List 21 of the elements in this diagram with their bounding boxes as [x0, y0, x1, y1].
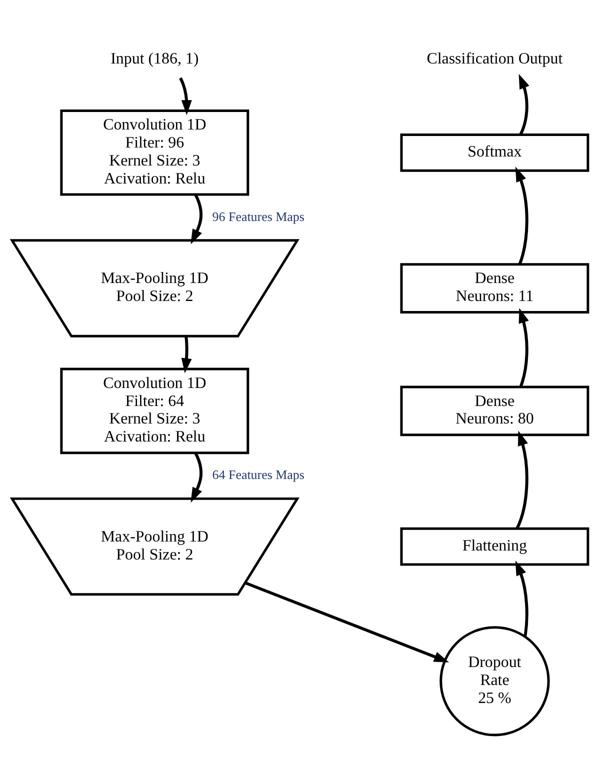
- arrow: [190, 452, 203, 503]
- arrow: [518, 308, 529, 388]
- node-box: Dense Neurons: 80: [400, 386, 590, 436]
- arrow: [515, 166, 528, 265]
- arrow: [518, 74, 530, 136]
- node-text: Input (186, 1): [110, 50, 199, 68]
- node-box: Dense Neurons: 11: [400, 263, 590, 314]
- node-box: Convolution 1D Filter: 64 Kernel Size: 3 Acivation: Relu: [60, 368, 250, 454]
- edge-label: 64 Features Maps: [212, 467, 304, 482]
- edge-label: 96 Features Maps: [212, 208, 304, 224]
- arrow: [179, 77, 192, 116]
- arrow: [190, 194, 203, 244]
- node-box: Softmax: [400, 133, 590, 172]
- node-circle: Dropout Rate 25 %: [440, 626, 550, 736]
- node-box: Flattening: [400, 527, 590, 566]
- arrow: [181, 336, 192, 374]
- arrow: [515, 560, 528, 637]
- node-text: Classification Output: [426, 50, 563, 68]
- arrow: [244, 582, 449, 662]
- node-box: Convolution 1D Filter: 96 Kernel Size: 3 Acivation: Relu: [60, 110, 250, 196]
- arrow: [516, 430, 528, 529]
